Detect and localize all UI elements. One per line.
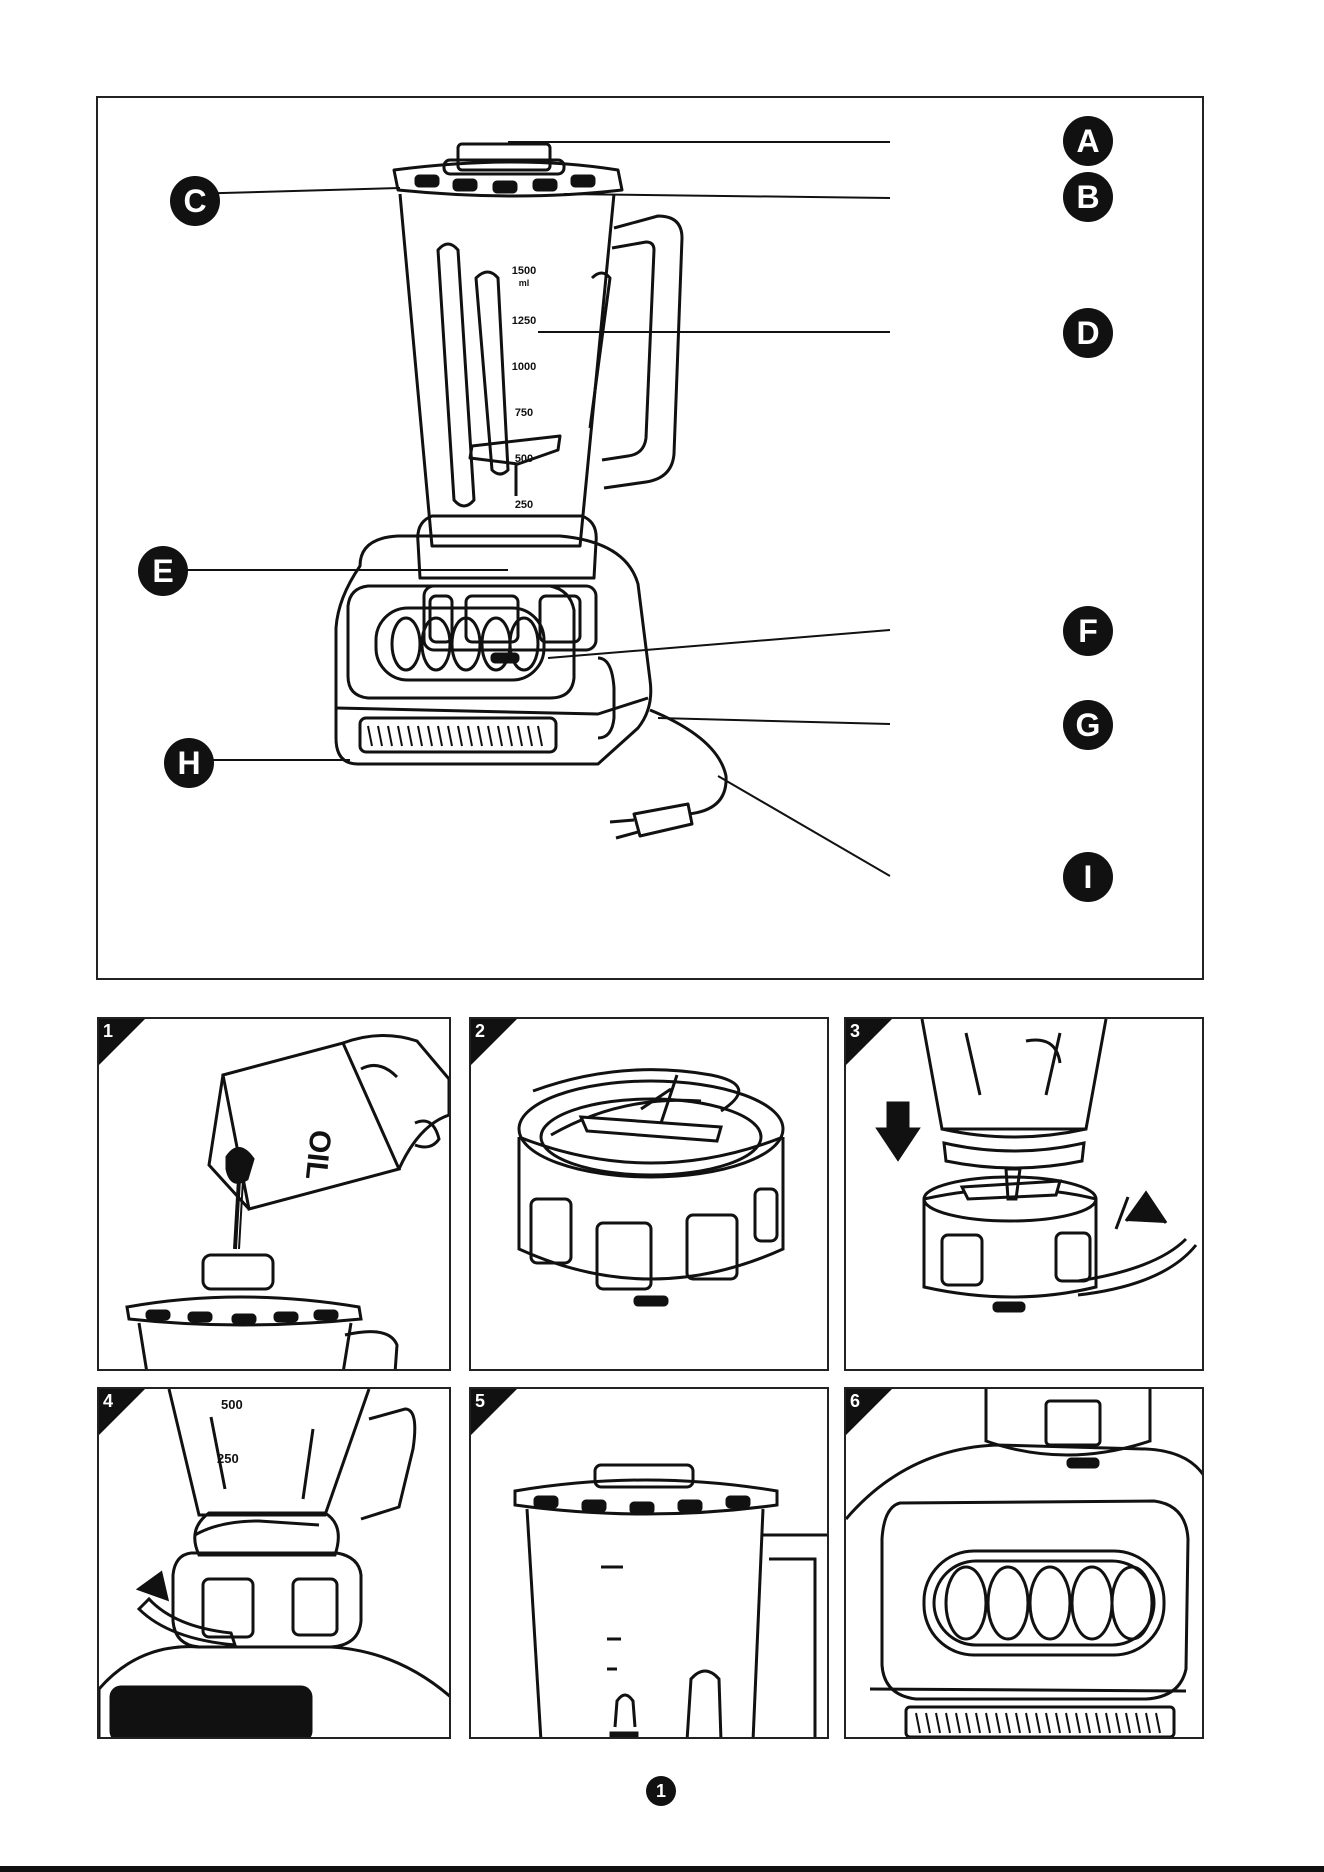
scale-mark-750: 750 [515, 407, 533, 419]
step-panel-2: 2 [469, 1017, 829, 1371]
callout-label-a: A [1063, 116, 1113, 166]
step-number-badge-3: 3 [846, 1019, 892, 1065]
step-number-badge-6: 6 [846, 1389, 892, 1435]
callout-label-b: B [1063, 172, 1113, 222]
lock-jug-illustration: 500 250 [99, 1389, 451, 1739]
page-number: 1 [646, 1776, 676, 1806]
callout-label-c: C [170, 176, 220, 226]
bottom-rule [0, 1866, 1324, 1872]
step-number-badge-4: 4 [99, 1389, 145, 1435]
step-number-badge-5: 5 [471, 1389, 517, 1435]
step-panel-6: 6 [844, 1387, 1204, 1739]
oil-jar-text: OIL [299, 1128, 337, 1181]
scale-mark-1000: 1000 [512, 361, 536, 373]
step-panel-5: 5 [469, 1387, 829, 1739]
scale-mark-500: 500 [515, 453, 533, 465]
callout-label-i: I [1063, 852, 1113, 902]
scale-mark-1500: 1500 [512, 265, 536, 277]
scale-mark-250: 250 [217, 1451, 239, 1466]
callout-label-g: G [1063, 700, 1113, 750]
step-panel-4: 500 250 4 [97, 1387, 451, 1739]
pour-oil-illustration: OIL [99, 1019, 451, 1371]
step-panel-3: 3 [844, 1017, 1204, 1371]
callout-label-e: E [138, 546, 188, 596]
step-number-badge-2: 2 [471, 1019, 517, 1065]
step-number-badge-1: 1 [99, 1019, 145, 1065]
scale-mark-1250: 1250 [512, 315, 536, 327]
attach-collar-illustration [846, 1019, 1204, 1371]
main-diagram-panel: 1500 ml 1250 1000 750 500 250 A B C D E … [96, 96, 1204, 980]
callout-label-h: H [164, 738, 214, 788]
scale-mark-unit: ml [519, 278, 530, 288]
step-panel-1: OIL 1 [97, 1017, 451, 1371]
speed-buttons-illustration [846, 1389, 1204, 1739]
blender-illustration: 1500 ml 1250 1000 750 500 250 [98, 98, 1204, 980]
callout-label-f: F [1063, 606, 1113, 656]
attach-lid-illustration [471, 1389, 829, 1739]
scale-mark-250: 250 [515, 499, 533, 511]
blade-collar-illustration [471, 1019, 829, 1371]
callout-label-d: D [1063, 308, 1113, 358]
scale-mark-500: 500 [221, 1397, 243, 1412]
